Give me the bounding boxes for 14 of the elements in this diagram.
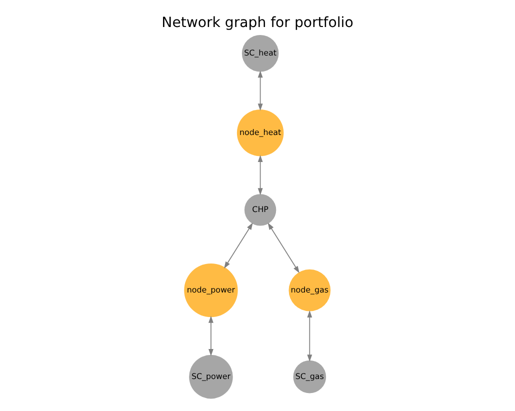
arrow <box>268 222 300 274</box>
node-circle: SC_heat <box>242 34 279 72</box>
arrow <box>258 154 263 196</box>
arrow <box>258 70 263 111</box>
diagram-title: Network graph for portfolio <box>162 15 354 32</box>
arrow <box>307 310 312 362</box>
node-circle: node_heat <box>236 109 284 156</box>
node-circle: node_power <box>184 264 238 318</box>
node-circle: CHP <box>244 194 276 226</box>
arrow <box>208 316 214 356</box>
arrow <box>224 222 253 269</box>
node-circle: node_gas <box>288 269 331 312</box>
node-circle: SC_power <box>189 354 233 399</box>
node-circle: SC_gas <box>293 360 326 394</box>
